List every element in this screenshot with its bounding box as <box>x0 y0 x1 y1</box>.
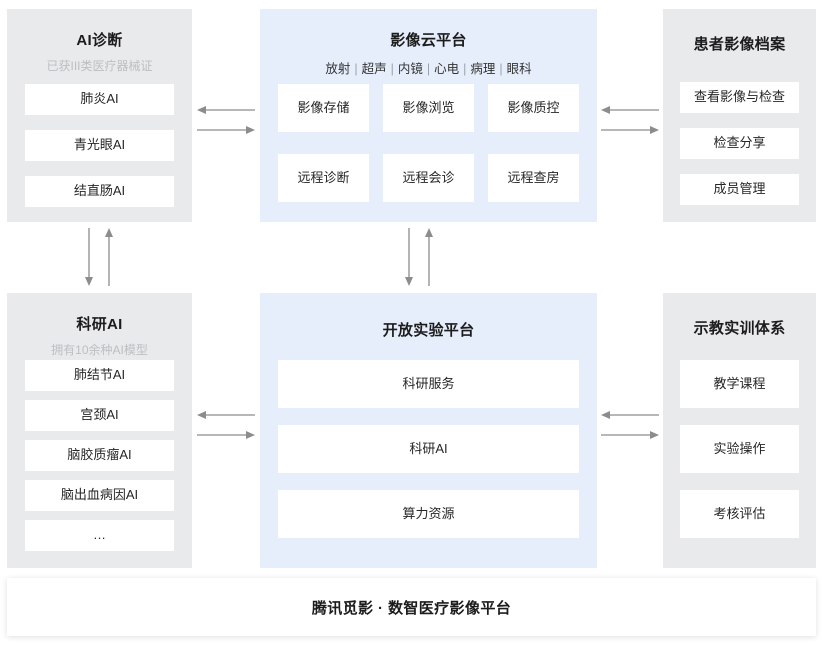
connector-ai-diagnosis-to-imaging-cloud <box>197 105 255 137</box>
tag-separator: | <box>426 62 431 76</box>
card-member-management[interactable]: 成员管理 <box>680 174 799 205</box>
card-research-service[interactable]: 科研服务 <box>278 360 579 408</box>
tag-yanke: 眼科 <box>506 62 532 76</box>
card-view-images-exams[interactable]: 查看影像与检查 <box>680 82 799 113</box>
tag-separator: | <box>390 62 394 76</box>
card-feiyan-ai[interactable]: 肺炎AI <box>25 84 174 115</box>
connector-open-lab-to-training-system <box>601 410 659 442</box>
panel-research-ai-title: 科研AI <box>76 316 123 333</box>
tag-separator: | <box>499 62 503 76</box>
panel-research-ai-subtitle: 拥有10余种AI模型 <box>51 343 148 357</box>
connector-imaging-cloud-to-open-lab <box>404 228 436 286</box>
card-lung-nodule-ai[interactable]: 肺结节AI <box>25 360 174 391</box>
card-more-models[interactable]: … <box>25 520 174 551</box>
tag-separator: | <box>354 62 358 76</box>
tag-bingli: 病理 <box>470 62 496 76</box>
card-cerebral-hemorrhage-ai[interactable]: 脑出血病因AI <box>25 480 174 511</box>
tag-fangshe: 放射 <box>325 62 351 76</box>
card-research-ai[interactable]: 科研AI <box>278 425 579 473</box>
card-qingguangyan-ai[interactable]: 青光眼AI <box>25 130 174 161</box>
panel-open-lab-title: 开放实验平台 <box>382 322 475 339</box>
connector-ai-diagnosis-to-research-ai <box>84 228 116 286</box>
card-image-qc[interactable]: 影像质控 <box>488 84 579 132</box>
card-remote-consultation[interactable]: 远程会诊 <box>383 154 474 202</box>
card-cervical-ai[interactable]: 宫颈AI <box>25 400 174 431</box>
card-image-viewer[interactable]: 影像浏览 <box>383 84 474 132</box>
card-remote-diagnosis[interactable]: 远程诊断 <box>278 154 369 202</box>
connector-research-ai-to-open-lab <box>197 410 255 442</box>
footer-platform-title: 腾讯觅影 · 数智医疗影像平台 <box>7 578 816 636</box>
card-teaching-course[interactable]: 教学课程 <box>680 360 799 408</box>
connector-imaging-cloud-to-patient-archive <box>601 105 659 137</box>
panel-ai-diagnosis-subtitle: 已获III类医疗器械证 <box>46 59 153 73</box>
card-exam-sharing[interactable]: 检查分享 <box>680 128 799 159</box>
card-assessment-evaluation[interactable]: 考核评估 <box>680 490 799 538</box>
tag-neijing: 内镜 <box>397 62 423 76</box>
card-image-storage[interactable]: 影像存储 <box>278 84 369 132</box>
tag-xindian: 心电 <box>434 62 460 76</box>
panel-ai-diagnosis-title: AI诊断 <box>76 32 123 49</box>
tag-chaosheng: 超声 <box>361 62 387 76</box>
card-glioma-ai[interactable]: 脑胶质瘤AI <box>25 440 174 471</box>
footer-title-text: 腾讯觅影 · 数智医疗影像平台 <box>311 599 512 617</box>
panel-imaging-cloud-title: 影像云平台 <box>390 32 467 49</box>
card-lab-operation[interactable]: 实验操作 <box>680 425 799 473</box>
panel-imaging-cloud-tags: 放射|超声|内镜|心电|病理|眼科 <box>260 58 597 77</box>
card-jiezhichang-ai[interactable]: 结直肠AI <box>25 176 174 207</box>
card-compute-resource[interactable]: 算力资源 <box>278 490 579 538</box>
tag-separator: | <box>463 62 467 76</box>
panel-training-system-title: 示教实训体系 <box>693 320 786 337</box>
card-remote-ward-round[interactable]: 远程查房 <box>488 154 579 202</box>
panel-patient-archive-title: 患者影像档案 <box>693 36 786 53</box>
